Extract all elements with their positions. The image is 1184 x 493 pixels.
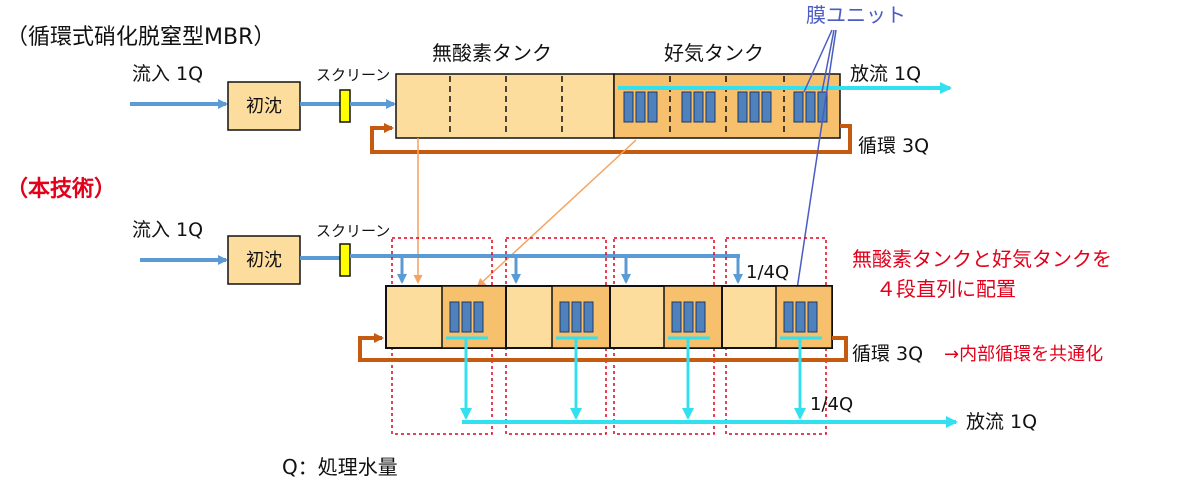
screen-box-top [339, 89, 351, 123]
primary-settling-box-bottom [227, 235, 301, 285]
membrane-unit-label: 膜ユニット [806, 3, 906, 27]
this-technology-label: （本技術） [6, 176, 116, 202]
screen-label-bottom: スクリーン [316, 222, 390, 240]
membrane-units-bottom [449, 301, 818, 333]
circulation-label-bottom: 循環 3Q [852, 343, 923, 365]
quarter-label-effluent: 1/4Q [810, 394, 853, 415]
anoxic-tank-label: 無酸素タンク [432, 41, 552, 65]
internal-circulation-note: →内部循環を共通化 [944, 344, 1103, 365]
config-note-line1: 無酸素タンクと好気タンクを [852, 247, 1112, 271]
config-note-line2: ４段直列に配置 [876, 277, 1016, 301]
effluent-drops [460, 338, 806, 420]
legend-q: Q：処理水量 [282, 455, 398, 479]
circulation-line-bottom [358, 333, 848, 362]
inflow-label-top: 流入 1Q [132, 63, 203, 85]
quarter-label-feed: 1/4Q [746, 262, 789, 283]
outflow-label-bottom: 放流 1Q [966, 411, 1037, 433]
membrane-units-top [623, 91, 828, 123]
screen-label-top: スクリーン [316, 66, 390, 84]
screen-box-bottom [339, 243, 351, 277]
diagram-title: （循環式硝化脱窒型MBR） [6, 25, 275, 50]
primary-settling-label-top: 初沈 [246, 96, 282, 117]
primary-settling-label-bottom: 初沈 [246, 250, 282, 271]
inflow-label-bottom: 流入 1Q [132, 219, 203, 241]
outflow-label-top: 放流 1Q [850, 63, 921, 85]
circulation-label-top: 循環 3Q [858, 135, 929, 157]
circulation-line-top [370, 123, 852, 154]
aerobic-tank-label: 好気タンク [664, 41, 764, 65]
anoxic-tank-top [395, 73, 615, 139]
